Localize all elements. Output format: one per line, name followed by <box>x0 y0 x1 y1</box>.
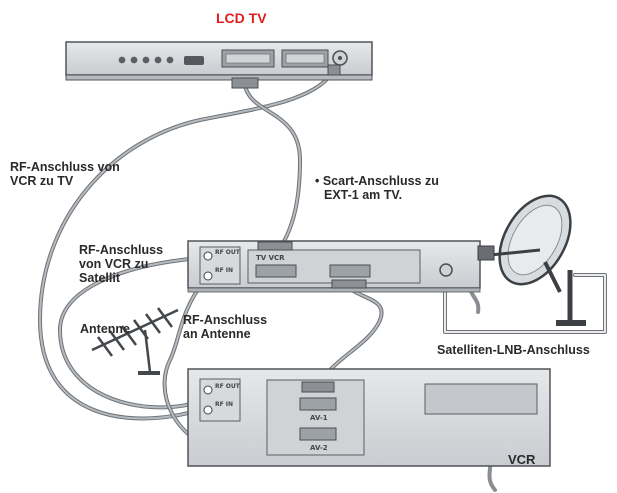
receiver-lnb-in-icon <box>439 263 453 277</box>
vcr-display <box>424 383 538 415</box>
vcr-scart-av2-icon <box>299 427 337 441</box>
tv-vga-port-icon <box>184 56 204 65</box>
vcr-rf-in-icon <box>203 405 213 415</box>
vcr: RF OUT RF IN AV-1 AV-2 <box>187 368 551 467</box>
cables <box>38 66 607 492</box>
vcr-av1-label: AV-1 <box>310 414 328 422</box>
receiver-scart-tv-icon <box>255 264 297 278</box>
label-line: • Scart-Anschluss zu <box>315 174 439 188</box>
label-line: RF-Anschluss von <box>10 160 120 174</box>
receiver-rf-in-icon <box>203 271 213 281</box>
tv-av-jacks-icon <box>118 56 174 64</box>
vcr-rf-out-label: RF OUT <box>215 383 241 390</box>
satellite-dish-icon <box>477 194 586 326</box>
receiver-rf-out-icon <box>203 251 213 261</box>
label-line: RF-Anschluss <box>79 243 164 257</box>
receiver-rf-in-label: RF IN <box>215 267 233 274</box>
label-scart: • Scart-Anschluss zu EXT-1 am TV. <box>315 174 439 202</box>
label-line: von VCR zu <box>79 257 149 271</box>
antenna-icon <box>91 307 179 375</box>
label-line: VCR zu TV <box>10 174 74 188</box>
label-line: EXT-1 am TV. <box>324 188 403 202</box>
label-rf-antenna: RF-Anschluss an Antenne <box>183 313 267 341</box>
vcr-rf-out-icon <box>203 385 213 395</box>
label-line: an Antenne <box>183 327 251 341</box>
receiver-tv-vcr-label: TV VCR <box>256 254 285 262</box>
vcr-scart-av1-icon <box>299 397 337 411</box>
label-rf-vcr-tv: RF-Anschluss von VCR zu TV <box>10 160 120 188</box>
label-rf-vcr-sat: RF-Anschluss von VCR zu Satellit <box>79 243 163 285</box>
label-line: RF-Anschluss <box>183 313 268 327</box>
receiver-rf-out-label: RF OUT <box>215 249 241 256</box>
label-lnb: Satelliten-LNB-Anschluss <box>437 343 590 357</box>
label-line: Satellit <box>79 271 120 285</box>
lcd-tv <box>65 41 373 89</box>
satellite-receiver: RF OUT RF IN TV VCR <box>187 240 481 293</box>
receiver-scart-vcr-icon <box>329 264 371 278</box>
vcr-av2-label: AV-2 <box>310 444 328 452</box>
label-vcr: VCR <box>508 452 536 467</box>
vcr-rf-in-label: RF IN <box>215 401 233 408</box>
label-antenna: Antenne <box>80 322 130 336</box>
tv-title: LCD TV <box>216 10 267 26</box>
